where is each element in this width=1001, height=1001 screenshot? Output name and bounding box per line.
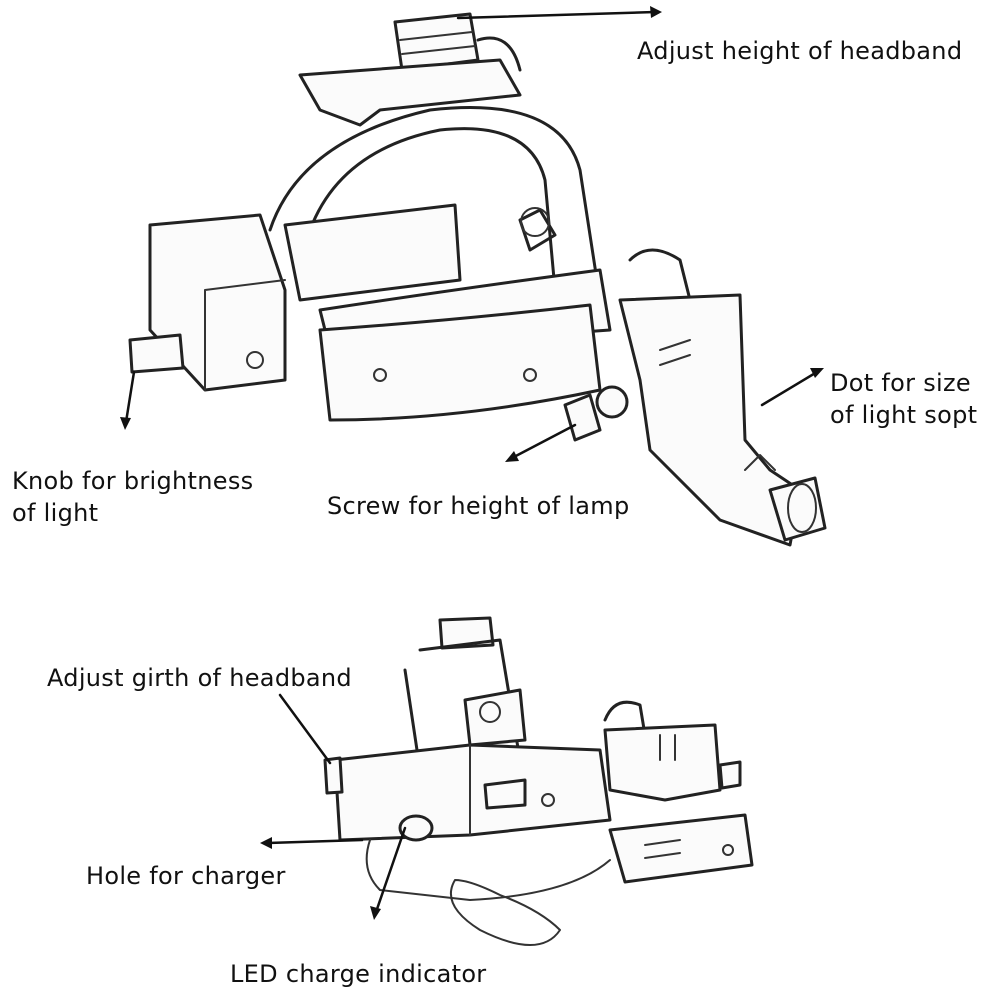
arrow-adjust-girth: [278, 693, 332, 765]
label-dot-size-line1: Dot for size: [830, 369, 971, 397]
label-knob-line1: Knob for brightness: [12, 467, 254, 495]
label-adjust-height: Adjust height of headband: [637, 37, 963, 65]
arrow-hole-charger: [266, 838, 364, 845]
bottom-headlamp-drawing: [323, 616, 754, 946]
pointer-arrows: [120, 6, 824, 920]
label-screw-height: Screw for height of lamp: [327, 492, 630, 520]
top-headlamp-drawing: [128, 12, 827, 547]
arrow-adjust-height: [456, 10, 657, 20]
label-knob-line2: of light: [12, 499, 99, 527]
label-adjust-girth: Adjust girth of headband: [47, 664, 352, 692]
label-dot-size-line2: of light sopt: [830, 401, 978, 429]
arrow-led-indicator: [374, 826, 407, 914]
arrow-dot-size: [760, 370, 819, 407]
arrow-screw-height: [510, 423, 577, 460]
label-led-indicator: LED charge indicator: [230, 960, 487, 988]
arrow-knob-brightness: [124, 370, 136, 424]
label-hole-charger: Hole for charger: [86, 862, 286, 890]
